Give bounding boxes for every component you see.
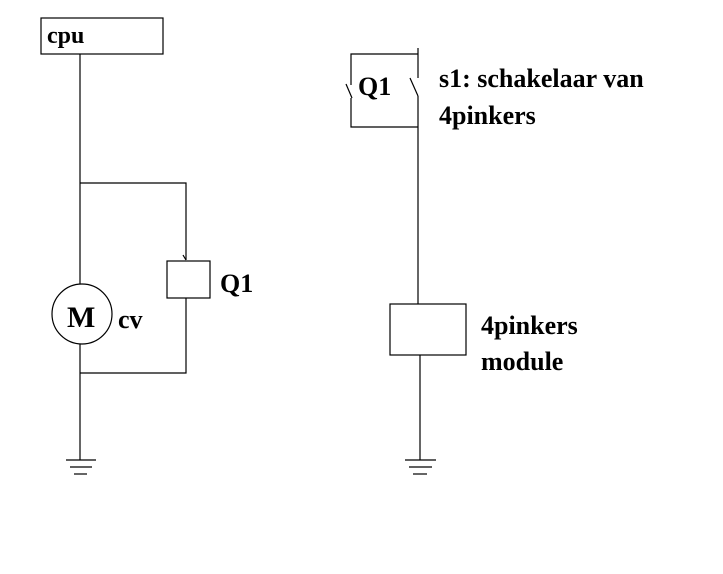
switch-label-line2: 4pinkers bbox=[439, 101, 536, 130]
contact-loop-bottom bbox=[350, 98, 418, 128]
branch-wire-bottom bbox=[80, 298, 187, 374]
contact-label: Q1 bbox=[358, 72, 391, 101]
coil-tick bbox=[182, 254, 187, 261]
right-circuit: Q1 s1: schakelaar van 4pinkers 4pinkers … bbox=[345, 48, 644, 475]
ground-icon-left bbox=[66, 459, 96, 475]
left-circuit: cpu Q1 M cv bbox=[40, 17, 253, 475]
switch-blade bbox=[409, 77, 419, 97]
cpu-box bbox=[40, 17, 164, 55]
ground-icon-right bbox=[405, 459, 436, 475]
motor-circle bbox=[51, 283, 113, 345]
contact-loop bbox=[350, 53, 418, 85]
relay-coil-box bbox=[166, 260, 211, 299]
module-label-line2: module bbox=[481, 347, 563, 376]
module-label-line1: 4pinkers bbox=[481, 311, 578, 340]
motor-symbol: M bbox=[67, 301, 95, 334]
contact-blade-left bbox=[345, 83, 353, 99]
motor-label: cv bbox=[118, 305, 143, 334]
branch-wire-top bbox=[80, 182, 187, 260]
cpu-label: cpu bbox=[47, 23, 84, 49]
module-box bbox=[389, 303, 467, 356]
switch-label-line1: s1: schakelaar van bbox=[439, 64, 644, 93]
relay-coil-label: Q1 bbox=[220, 269, 253, 298]
